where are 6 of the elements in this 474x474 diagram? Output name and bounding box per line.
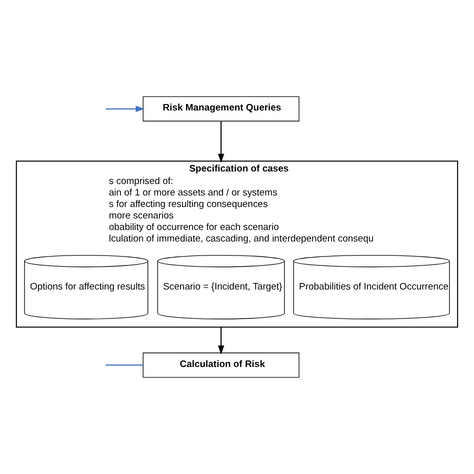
arrow bbox=[218, 327, 224, 354]
arrow bbox=[218, 121, 224, 163]
node-box: Calculation of Risk bbox=[142, 352, 300, 378]
node-box: Risk Management Queries bbox=[142, 96, 300, 122]
arrow bbox=[106, 106, 145, 112]
connector bbox=[106, 364, 144, 366]
